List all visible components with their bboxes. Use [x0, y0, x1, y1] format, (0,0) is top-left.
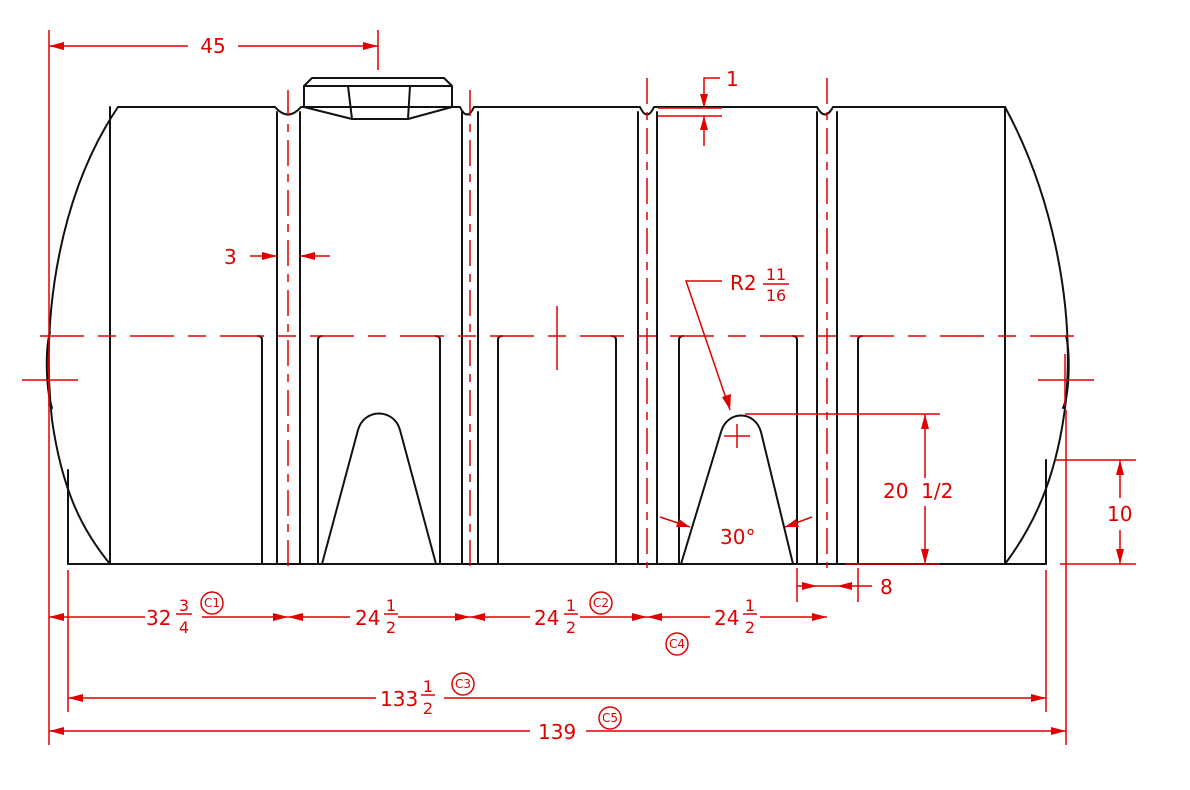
dim-32-whole: 32 [146, 606, 171, 630]
dim-3: 3 [224, 245, 330, 269]
svg-text:C4: C4 [669, 637, 685, 651]
dim-8-label: 8 [880, 575, 893, 599]
dim-24-num: 1 [566, 596, 576, 615]
dim-24-half-3: 24 1 2 [647, 596, 827, 637]
dim-24-half-2: 24 1 2 [470, 596, 647, 637]
callout-c3: C3 [451, 672, 475, 696]
dim-133-whole: 133 [380, 687, 418, 711]
fill-lid [303, 77, 453, 120]
svg-text:C5: C5 [602, 711, 618, 725]
dim-24-den: 2 [386, 618, 396, 637]
dim-139: 139 [49, 720, 1066, 744]
dim-24-num: 1 [745, 596, 755, 615]
dim-24-whole: 24 [534, 606, 559, 630]
dim-133-den: 2 [423, 699, 433, 718]
dim-45: 45 [49, 34, 378, 58]
radius-numerator: 11 [766, 265, 786, 284]
callout-c2: C2 [589, 591, 613, 615]
dim-8: 8 [796, 568, 893, 602]
dim-133-num: 1 [423, 677, 433, 696]
callout-c1: C1 [200, 591, 224, 615]
radius-denominator: 16 [766, 286, 786, 305]
dim-20-half-label: 20 1/2 [883, 479, 953, 503]
dim-139-label: 139 [538, 720, 576, 744]
dim-30-degrees: 30° [659, 516, 813, 549]
callout-c5: C5 [598, 706, 622, 730]
dim-32-num: 3 [179, 596, 189, 615]
dim-24-whole: 24 [355, 606, 380, 630]
svg-text:C3: C3 [455, 677, 471, 691]
callouts: C1 C2 C3 C4 C5 [200, 591, 689, 730]
strap-arch-right [680, 414, 794, 565]
strap-arch-left [321, 412, 437, 565]
dim-24-den: 2 [566, 618, 576, 637]
dim-1-label: 1 [726, 67, 739, 91]
dim-133-half: 133 1 2 [68, 677, 1046, 718]
svg-text:C1: C1 [204, 596, 220, 610]
dim-30-label: 30° [720, 525, 755, 549]
callout-c4: C4 [665, 632, 689, 656]
centerlines [22, 78, 1094, 568]
dim-10-label: 10 [1107, 502, 1132, 526]
dim-radius: R2 11 16 [684, 265, 789, 411]
dim-20-half: 20 1/2 [745, 413, 970, 565]
dim-24-num: 1 [386, 596, 396, 615]
svg-text:C2: C2 [593, 596, 609, 610]
dim-32-den: 4 [179, 618, 189, 637]
dim-3-label: 3 [224, 245, 237, 269]
dim-24-den: 2 [745, 618, 755, 637]
dim-45-label: 45 [200, 34, 225, 58]
dim-32-3-4: 32 3 4 [49, 596, 288, 637]
dimensions: 45 1 3 R2 11 16 [48, 30, 1136, 745]
dim-24-half-1: 24 1 2 [288, 596, 470, 637]
dim-24-whole: 24 [714, 606, 739, 630]
dim-1: 1 [658, 67, 739, 146]
radius-prefix: R2 [730, 271, 757, 295]
dim-10: 10 [1055, 459, 1136, 565]
